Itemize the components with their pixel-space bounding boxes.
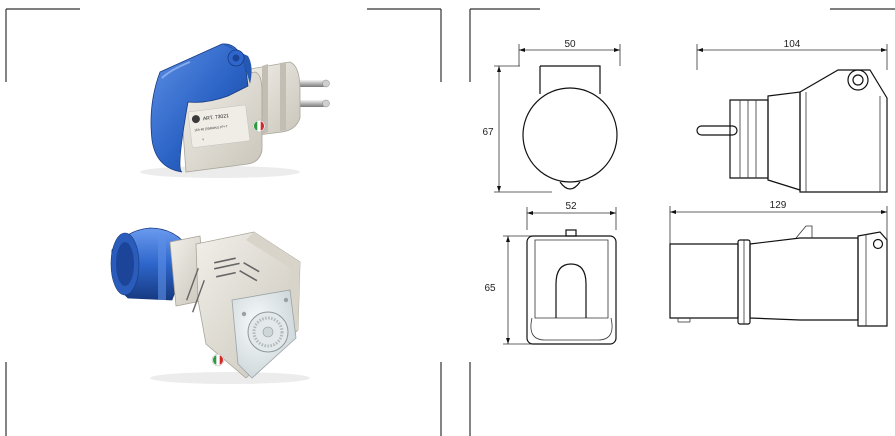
label-art-number: ART. 73021 (203, 113, 230, 122)
dim-front-width: 50 (564, 39, 576, 50)
dim-rear-width: 52 (565, 201, 577, 212)
label-rating: 16A 40 (50/60Hz) 1P+T (194, 124, 228, 132)
dim-side-length: 104 (784, 39, 801, 50)
svg-text:⏚: ⏚ (201, 136, 205, 141)
dim-rear-height: 65 (484, 283, 496, 294)
drawing-rear-view: 52 65 (484, 201, 617, 345)
adapter-photo-blue-socket: ART. 73021 16A 40 (50/60Hz) 1P+T ⏚ (140, 43, 330, 178)
product-label: ART. 73021 16A 40 (50/60Hz) 1P+T ⏚ (187, 104, 251, 148)
italy-flag-badge (211, 353, 225, 367)
dim-front-height: 67 (482, 127, 494, 138)
frame-marks (5, 8, 895, 436)
adapter-photo-timer (110, 227, 310, 384)
technical-drawings: 50 67 104 (482, 39, 888, 345)
plug-pin-lower (292, 100, 326, 107)
drawing-side-view: 104 (696, 39, 888, 193)
drawing-front-view: 50 67 (482, 39, 621, 193)
drawing-top-view: 129 (669, 200, 888, 327)
italy-flag-badge (252, 119, 266, 133)
dim-top-length: 129 (770, 200, 787, 211)
